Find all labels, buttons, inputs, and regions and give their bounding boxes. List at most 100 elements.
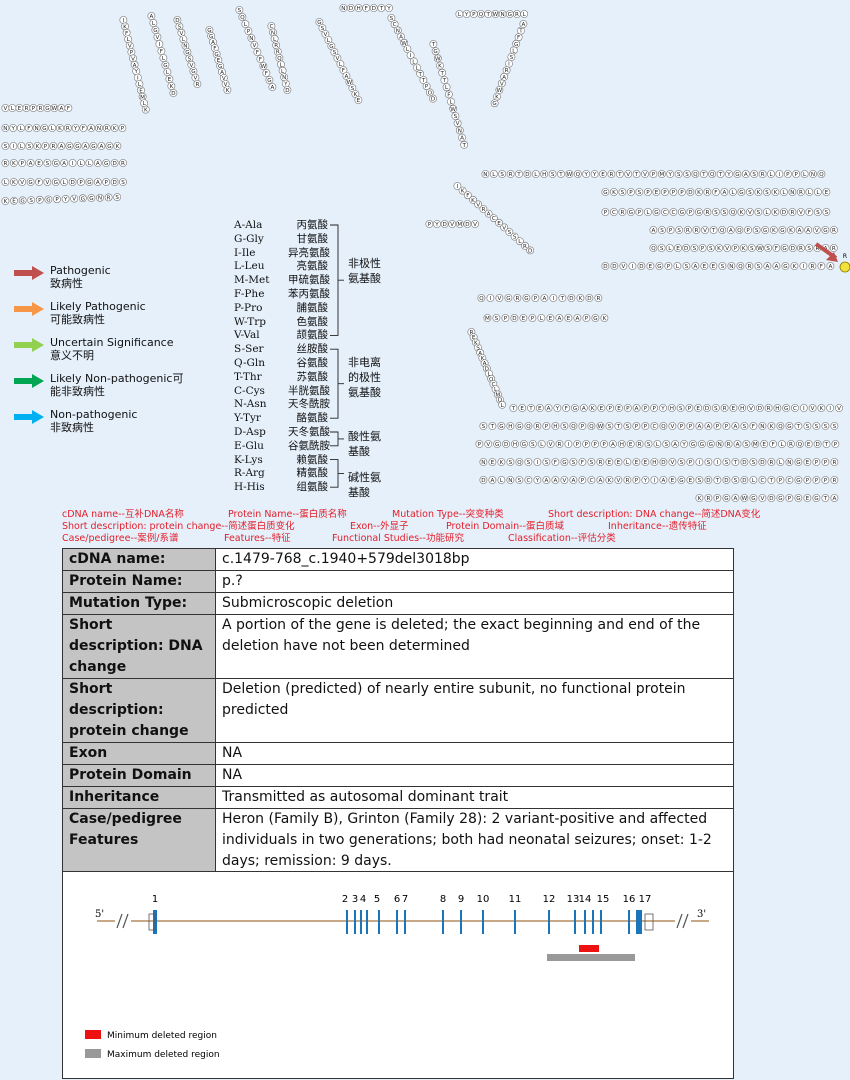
residue-bead <box>747 404 755 412</box>
residue-bead <box>635 188 644 196</box>
residue-bead <box>253 48 262 56</box>
residue-bead <box>754 262 763 270</box>
minimum-deleted-region-bar <box>579 945 599 952</box>
residue-letter: S <box>806 424 810 430</box>
residue-bead <box>119 178 127 186</box>
residue-letter: V <box>222 76 226 82</box>
residue-letter: A <box>832 496 836 502</box>
residue-letter: A <box>598 478 602 484</box>
residue-letter: M <box>140 95 145 101</box>
residue-letter: R <box>832 478 836 484</box>
residue-bead <box>788 188 797 196</box>
amino-acid-code: C-Cys <box>234 384 265 397</box>
residue-letter: P <box>32 106 36 112</box>
amino-acid-code: H-His <box>234 481 265 494</box>
residue-letter: P <box>667 264 671 270</box>
residue-bead <box>814 208 822 216</box>
residue-letter: Y <box>726 172 731 178</box>
legend-max-label: Maximum deleted region <box>107 1050 220 1060</box>
residue-bead <box>17 142 26 150</box>
residue-bead <box>542 458 551 466</box>
residue-letter: A <box>59 106 63 112</box>
residue-letter: D <box>431 97 435 103</box>
residue-letter: D <box>782 210 786 216</box>
residue-bead <box>644 440 653 448</box>
residue-bead <box>606 404 615 412</box>
residue-letter: N <box>483 172 487 178</box>
residue-letter: C <box>612 210 616 216</box>
residue-letter: E <box>807 442 811 448</box>
variant-arrowhead-icon <box>826 252 838 262</box>
residue-bead <box>601 188 610 196</box>
exon-label: 17 <box>639 894 652 905</box>
residue-letter: A <box>722 190 726 196</box>
residue-letter: P <box>602 442 606 448</box>
residue-bead <box>149 19 158 27</box>
residue-letter: P <box>834 442 838 448</box>
residue-letter: F <box>27 126 30 132</box>
residue-bead <box>704 494 713 502</box>
residue-letter: G <box>89 196 93 202</box>
residue-letter: Q <box>576 172 581 178</box>
residue-bead <box>540 170 549 178</box>
residue-letter: K <box>438 64 442 70</box>
residue-bead <box>9 124 18 132</box>
residue-letter: V <box>323 32 327 38</box>
residue-letter: V <box>562 478 566 484</box>
residue-bead <box>513 294 522 302</box>
residue-letter: R <box>799 190 803 196</box>
residue-letter: Y <box>386 6 391 12</box>
residue-letter: R <box>195 82 199 88</box>
residue-bead <box>484 440 493 448</box>
residue-bead <box>646 262 655 270</box>
residue-letter: Q <box>589 424 594 430</box>
residue-letter: R <box>105 126 109 132</box>
info-label: Short description: protein change <box>62 678 216 743</box>
residue-letter: L <box>281 69 285 75</box>
residue-letter: Y <box>10 126 15 132</box>
residue-bead <box>812 422 821 430</box>
residue-letter: S <box>238 8 242 14</box>
residue-letter: I <box>717 460 719 466</box>
residue-letter: T <box>439 71 444 77</box>
residue-letter: E <box>601 172 605 178</box>
residue-bead <box>704 476 713 484</box>
residue-letter: D <box>769 496 773 502</box>
residue-letter: G <box>185 50 189 56</box>
residue-bead <box>817 404 826 412</box>
amino-acid-code: V-Val <box>234 329 260 342</box>
amino-acid-code: K-Lys <box>234 453 263 466</box>
residue-bead <box>68 178 77 186</box>
legend-arrow-icon <box>14 338 44 352</box>
residue-bead <box>479 476 488 484</box>
residue-bead <box>686 422 695 430</box>
residue-bead <box>546 440 555 448</box>
residue-bead <box>511 440 519 448</box>
residue-letter: V <box>486 442 490 448</box>
residue-letter: R <box>3 161 7 167</box>
info-value: Submicroscopic deletion <box>215 592 734 615</box>
residue-bead <box>551 422 560 430</box>
residue-letter: I <box>803 406 805 412</box>
residue-bead <box>691 170 700 178</box>
residue-letter: G <box>680 210 684 216</box>
residue-letter: S <box>714 210 718 216</box>
residue-bead <box>119 159 127 167</box>
residue-letter: K <box>740 210 744 216</box>
residue-letter: V <box>811 406 815 412</box>
residue-bead <box>9 159 18 167</box>
residue-letter: R <box>832 460 836 466</box>
info-value: p.? <box>215 570 734 593</box>
residue-bead <box>93 178 102 186</box>
residue-letter: R <box>596 296 600 302</box>
residue-bead <box>87 194 96 202</box>
residue-letter: R <box>535 424 539 430</box>
residue-letter: A <box>553 478 557 484</box>
residue-letter: L <box>769 172 773 178</box>
residue-letter: S <box>748 190 752 196</box>
residue-letter: I <box>537 460 539 466</box>
residue-bead <box>737 188 746 196</box>
residue-letter: F <box>820 264 823 270</box>
